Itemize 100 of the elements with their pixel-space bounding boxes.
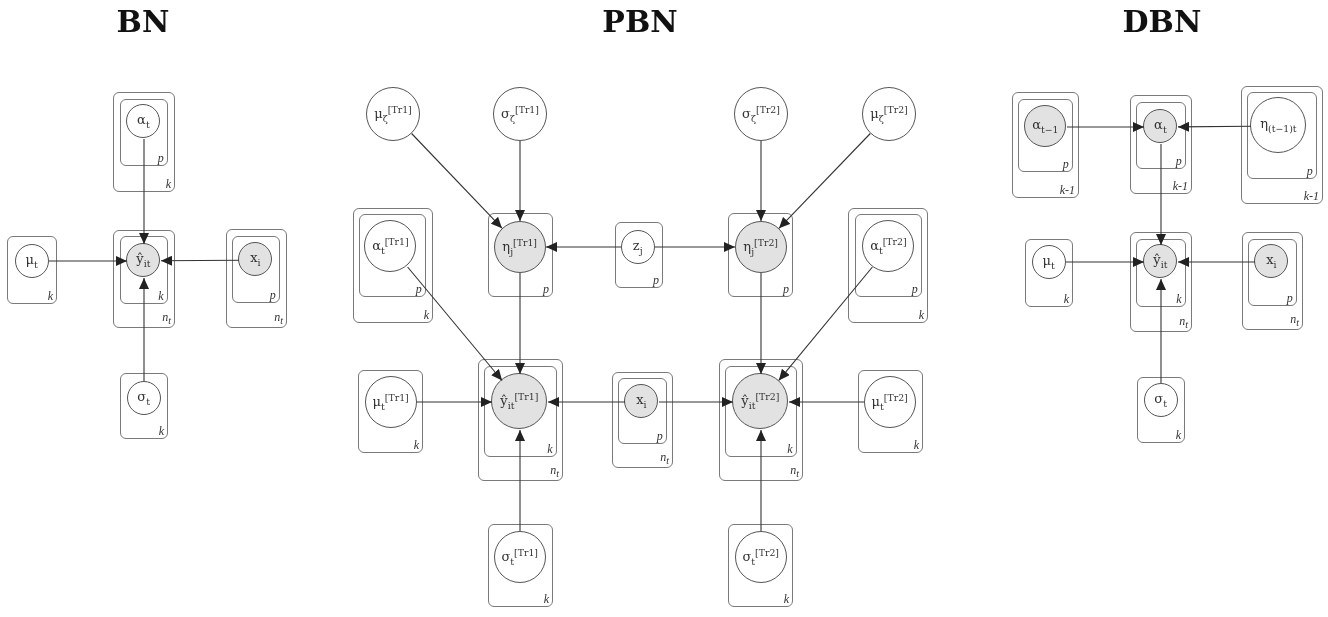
plate-frame bbox=[488, 524, 553, 607]
plate-label: n$_{t}$ bbox=[1290, 312, 1299, 328]
plate-frame bbox=[724, 365, 797, 457]
observed-variable-circle bbox=[624, 384, 659, 419]
arrow bbox=[515, 140, 525, 222]
plate-label: k bbox=[1175, 429, 1181, 441]
plate-frame bbox=[7, 236, 57, 304]
variable-label: x$_{i}$ bbox=[636, 393, 647, 410]
variable-label: σ$_{t}$ bbox=[1154, 391, 1167, 408]
plate-frame bbox=[1017, 98, 1073, 172]
observed-variable-circle bbox=[238, 242, 273, 277]
plate-label: n$_{t}$ bbox=[790, 463, 799, 479]
observed-variable-circle bbox=[734, 220, 787, 273]
plate-label: p bbox=[653, 274, 659, 286]
plate-label: k bbox=[158, 289, 164, 302]
arrow bbox=[1066, 122, 1145, 132]
latent-variable-circle bbox=[734, 87, 788, 141]
variable-label: x$_{i}$ bbox=[1266, 253, 1277, 270]
plate-label: k bbox=[913, 439, 919, 451]
plate-frame bbox=[488, 213, 553, 297]
arrow bbox=[1177, 257, 1256, 267]
plate-frame bbox=[483, 365, 557, 457]
plate-label: p bbox=[783, 283, 789, 295]
latent-variable-circle bbox=[862, 87, 916, 141]
plate-label: k bbox=[787, 442, 793, 455]
plate-frame bbox=[1012, 92, 1079, 198]
latent-variable-circle bbox=[1143, 382, 1178, 417]
arrow bbox=[788, 397, 865, 407]
plate-label: k bbox=[783, 593, 789, 605]
arrow bbox=[545, 242, 622, 252]
variable-label: z$_{j}$ bbox=[632, 238, 643, 255]
plate-label: p bbox=[415, 282, 422, 295]
variable-label: σ$_{t}$ bbox=[137, 389, 150, 406]
plate-frame bbox=[119, 98, 168, 166]
observed-variable-circle bbox=[1024, 105, 1067, 148]
plate-frame bbox=[1247, 238, 1297, 306]
plate-frame bbox=[1137, 377, 1185, 443]
plate-label: k bbox=[47, 290, 53, 302]
plate-label: k bbox=[423, 309, 429, 321]
plate-label: k-1 bbox=[1303, 190, 1319, 202]
variable-label: α$_{t−1}$ bbox=[1032, 118, 1059, 135]
plate-label: p bbox=[1062, 157, 1069, 170]
variable-label: ŷ$_{it}$ bbox=[1153, 253, 1168, 270]
arrow bbox=[756, 140, 766, 222]
plate-label: n$_{t}$ bbox=[1179, 314, 1188, 330]
arrow bbox=[1156, 143, 1166, 246]
plate-frame bbox=[1246, 91, 1317, 179]
plate-frame bbox=[728, 524, 793, 607]
variable-label: μ$_{t}$ bbox=[25, 252, 38, 269]
arrow bbox=[411, 132, 503, 229]
plate-frame bbox=[358, 213, 426, 297]
plate-frame bbox=[858, 370, 923, 453]
plate-label: k-1 bbox=[1059, 184, 1075, 196]
plate-frame bbox=[1130, 232, 1192, 332]
plate-frame bbox=[113, 230, 175, 328]
arrow bbox=[48, 256, 128, 266]
plate-frame bbox=[119, 235, 168, 304]
plate-label: p bbox=[1306, 164, 1313, 177]
variable-label: α$_{t}$ bbox=[1154, 118, 1167, 135]
observed-variable-circle bbox=[126, 243, 161, 278]
plate-label: k bbox=[1063, 293, 1069, 305]
arrow bbox=[515, 429, 525, 532]
plate-label: n$_{t}$ bbox=[162, 310, 171, 326]
plate-label: p bbox=[1175, 154, 1182, 167]
latent-variable-circle bbox=[126, 104, 161, 139]
plate-frame bbox=[353, 208, 433, 323]
plate-label: k-1 bbox=[1172, 180, 1188, 192]
latent-variable-circle bbox=[620, 229, 655, 264]
latent-variable-circle bbox=[493, 87, 547, 141]
plate-label: p bbox=[157, 151, 164, 164]
arrow bbox=[407, 266, 503, 382]
plate-label: k bbox=[158, 425, 164, 437]
arrow bbox=[654, 242, 736, 252]
variable-label: α$_{t}$ bbox=[137, 113, 150, 130]
plate-label: n$_{t}$ bbox=[550, 463, 559, 479]
arrow bbox=[1156, 278, 1166, 384]
plate-frame bbox=[615, 222, 663, 288]
arrow bbox=[756, 429, 766, 532]
arrow bbox=[756, 272, 766, 375]
plate-frame bbox=[1241, 86, 1323, 204]
plate-frame bbox=[612, 372, 673, 468]
observed-variable-circle bbox=[1254, 244, 1289, 279]
plate-label: p bbox=[269, 288, 276, 301]
plate-frame bbox=[1135, 238, 1186, 307]
latent-variable-circle bbox=[364, 220, 417, 273]
plate-label: p bbox=[911, 282, 918, 295]
latent-variable-circle bbox=[366, 87, 420, 141]
variable-label: η$_{(t−1)t}$ bbox=[1260, 117, 1297, 134]
diagram-heading: PBN bbox=[602, 4, 678, 39]
arrow bbox=[1177, 121, 1252, 132]
plate-label: k bbox=[543, 593, 549, 605]
plate-frame bbox=[358, 370, 423, 453]
plate-frame bbox=[1130, 95, 1192, 194]
plate-label: k bbox=[1176, 292, 1182, 305]
plate-frame bbox=[1025, 239, 1073, 307]
arrow bbox=[778, 266, 873, 381]
plate-frame bbox=[617, 377, 667, 444]
arrow bbox=[1065, 257, 1145, 267]
plate-frame bbox=[1242, 232, 1303, 330]
variable-label: x$_{i}$ bbox=[250, 251, 261, 268]
